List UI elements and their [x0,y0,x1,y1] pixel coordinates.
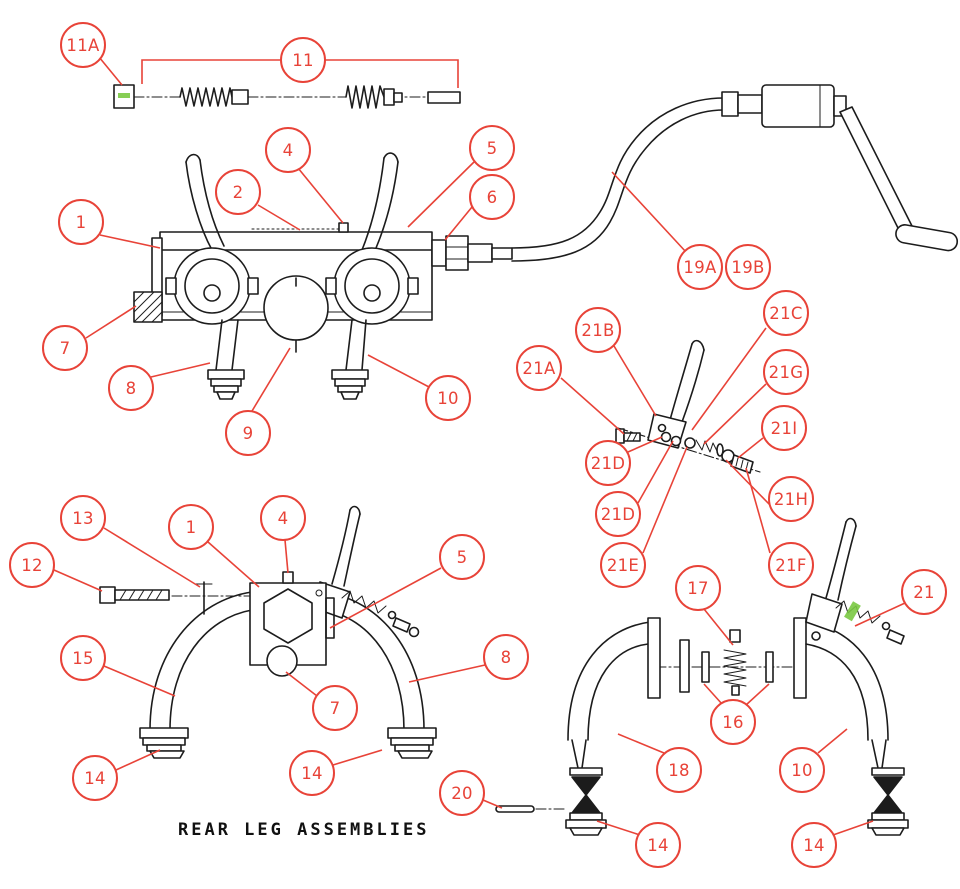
callout-5: 5 [469,125,515,171]
callout-11: 11 [280,37,326,83]
callout-21a: 21A [516,345,562,391]
callout-1: 1 [58,199,104,245]
clamp-lever-exploded-drawing [615,339,761,474]
vent-screw [338,222,349,233]
callout-19a: 19A [677,244,723,290]
callout-13: 13 [60,495,106,541]
callout-21i: 21I [761,405,807,451]
callout-6: 6 [469,174,515,220]
callout-10-2: 10 [779,747,825,793]
callout-5-2: 5 [439,534,485,580]
callout-21e: 21E [600,542,646,588]
crank-handle-drawing [511,84,959,262]
callout-16: 16 [710,699,756,745]
callout-21f: 21F [768,542,814,588]
callout-4-2: 4 [260,495,306,541]
callout-10: 10 [425,375,471,421]
leader-lines [53,56,906,836]
callout-21d-2: 21D [595,491,641,537]
callout-15: 15 [60,635,106,681]
callout-2: 2 [215,169,261,215]
callout-8-2: 8 [483,634,529,680]
callout-11a: 11A [60,22,106,68]
callout-21d: 21D [585,440,631,486]
callout-14: 14 [72,755,118,801]
callout-14-4: 14 [791,822,837,868]
callout-21c: 21C [763,290,809,336]
callout-14-2: 14 [289,750,335,796]
spring-pin-highlight [844,601,861,622]
callout-9: 9 [225,410,271,456]
callout-8: 8 [108,365,154,411]
callout-21h: 21H [768,476,814,522]
callout-21b: 21B [575,307,621,353]
callout-1-2: 1 [168,504,214,550]
callout-19b: 19B [725,244,771,290]
callout-18: 18 [656,747,702,793]
cable-assembly-drawing [113,84,461,109]
callout-12: 12 [9,542,55,588]
cable-end-highlight [118,93,130,98]
crossbar-clamp-assembly-drawing [133,152,513,400]
callout-21g: 21G [763,349,809,395]
right-rear-legs-drawing [495,517,909,836]
callout-14-3: 14 [635,822,681,868]
callout-7-2: 7 [312,685,358,731]
callout-4: 4 [265,127,311,173]
callout-17: 17 [675,565,721,611]
callout-7: 7 [42,325,88,371]
callout-21: 21 [901,569,947,615]
page-title: REAR LEG ASSEMBLIES [178,820,430,840]
callout-20: 20 [439,770,485,816]
left-rear-leg-drawing [99,505,437,759]
